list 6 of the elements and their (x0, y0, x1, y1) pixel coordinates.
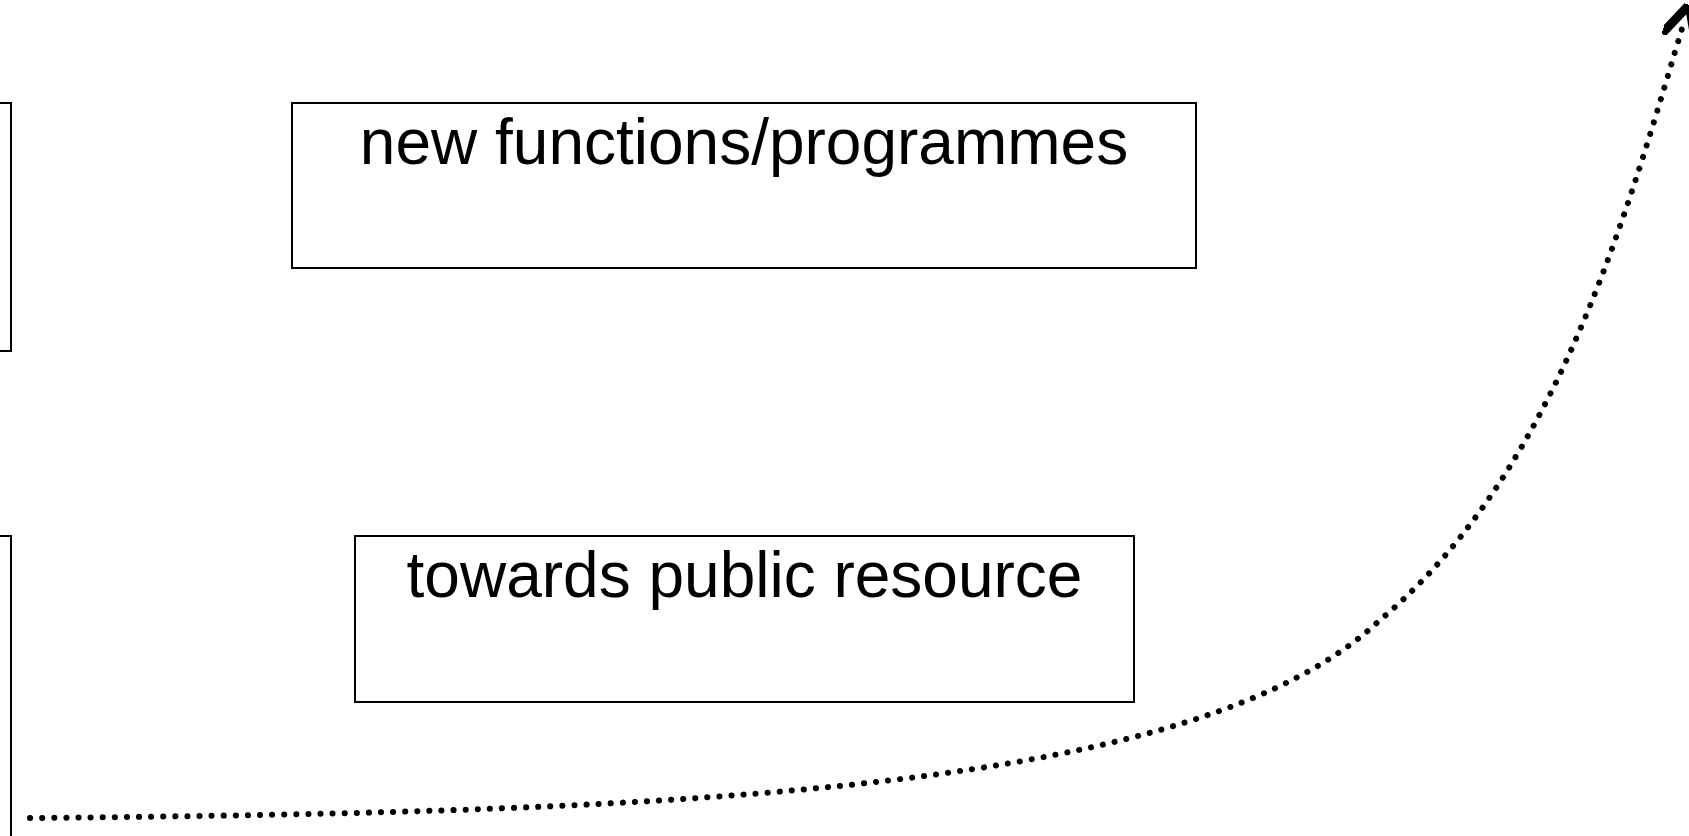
box-label: towards public resource (405, 538, 1084, 613)
box-outline (0, 102, 12, 352)
box-outline (0, 535, 12, 836)
text-box (291, 102, 1197, 269)
box-label: new functions/programmes (358, 105, 1130, 180)
text-box (354, 535, 1135, 703)
